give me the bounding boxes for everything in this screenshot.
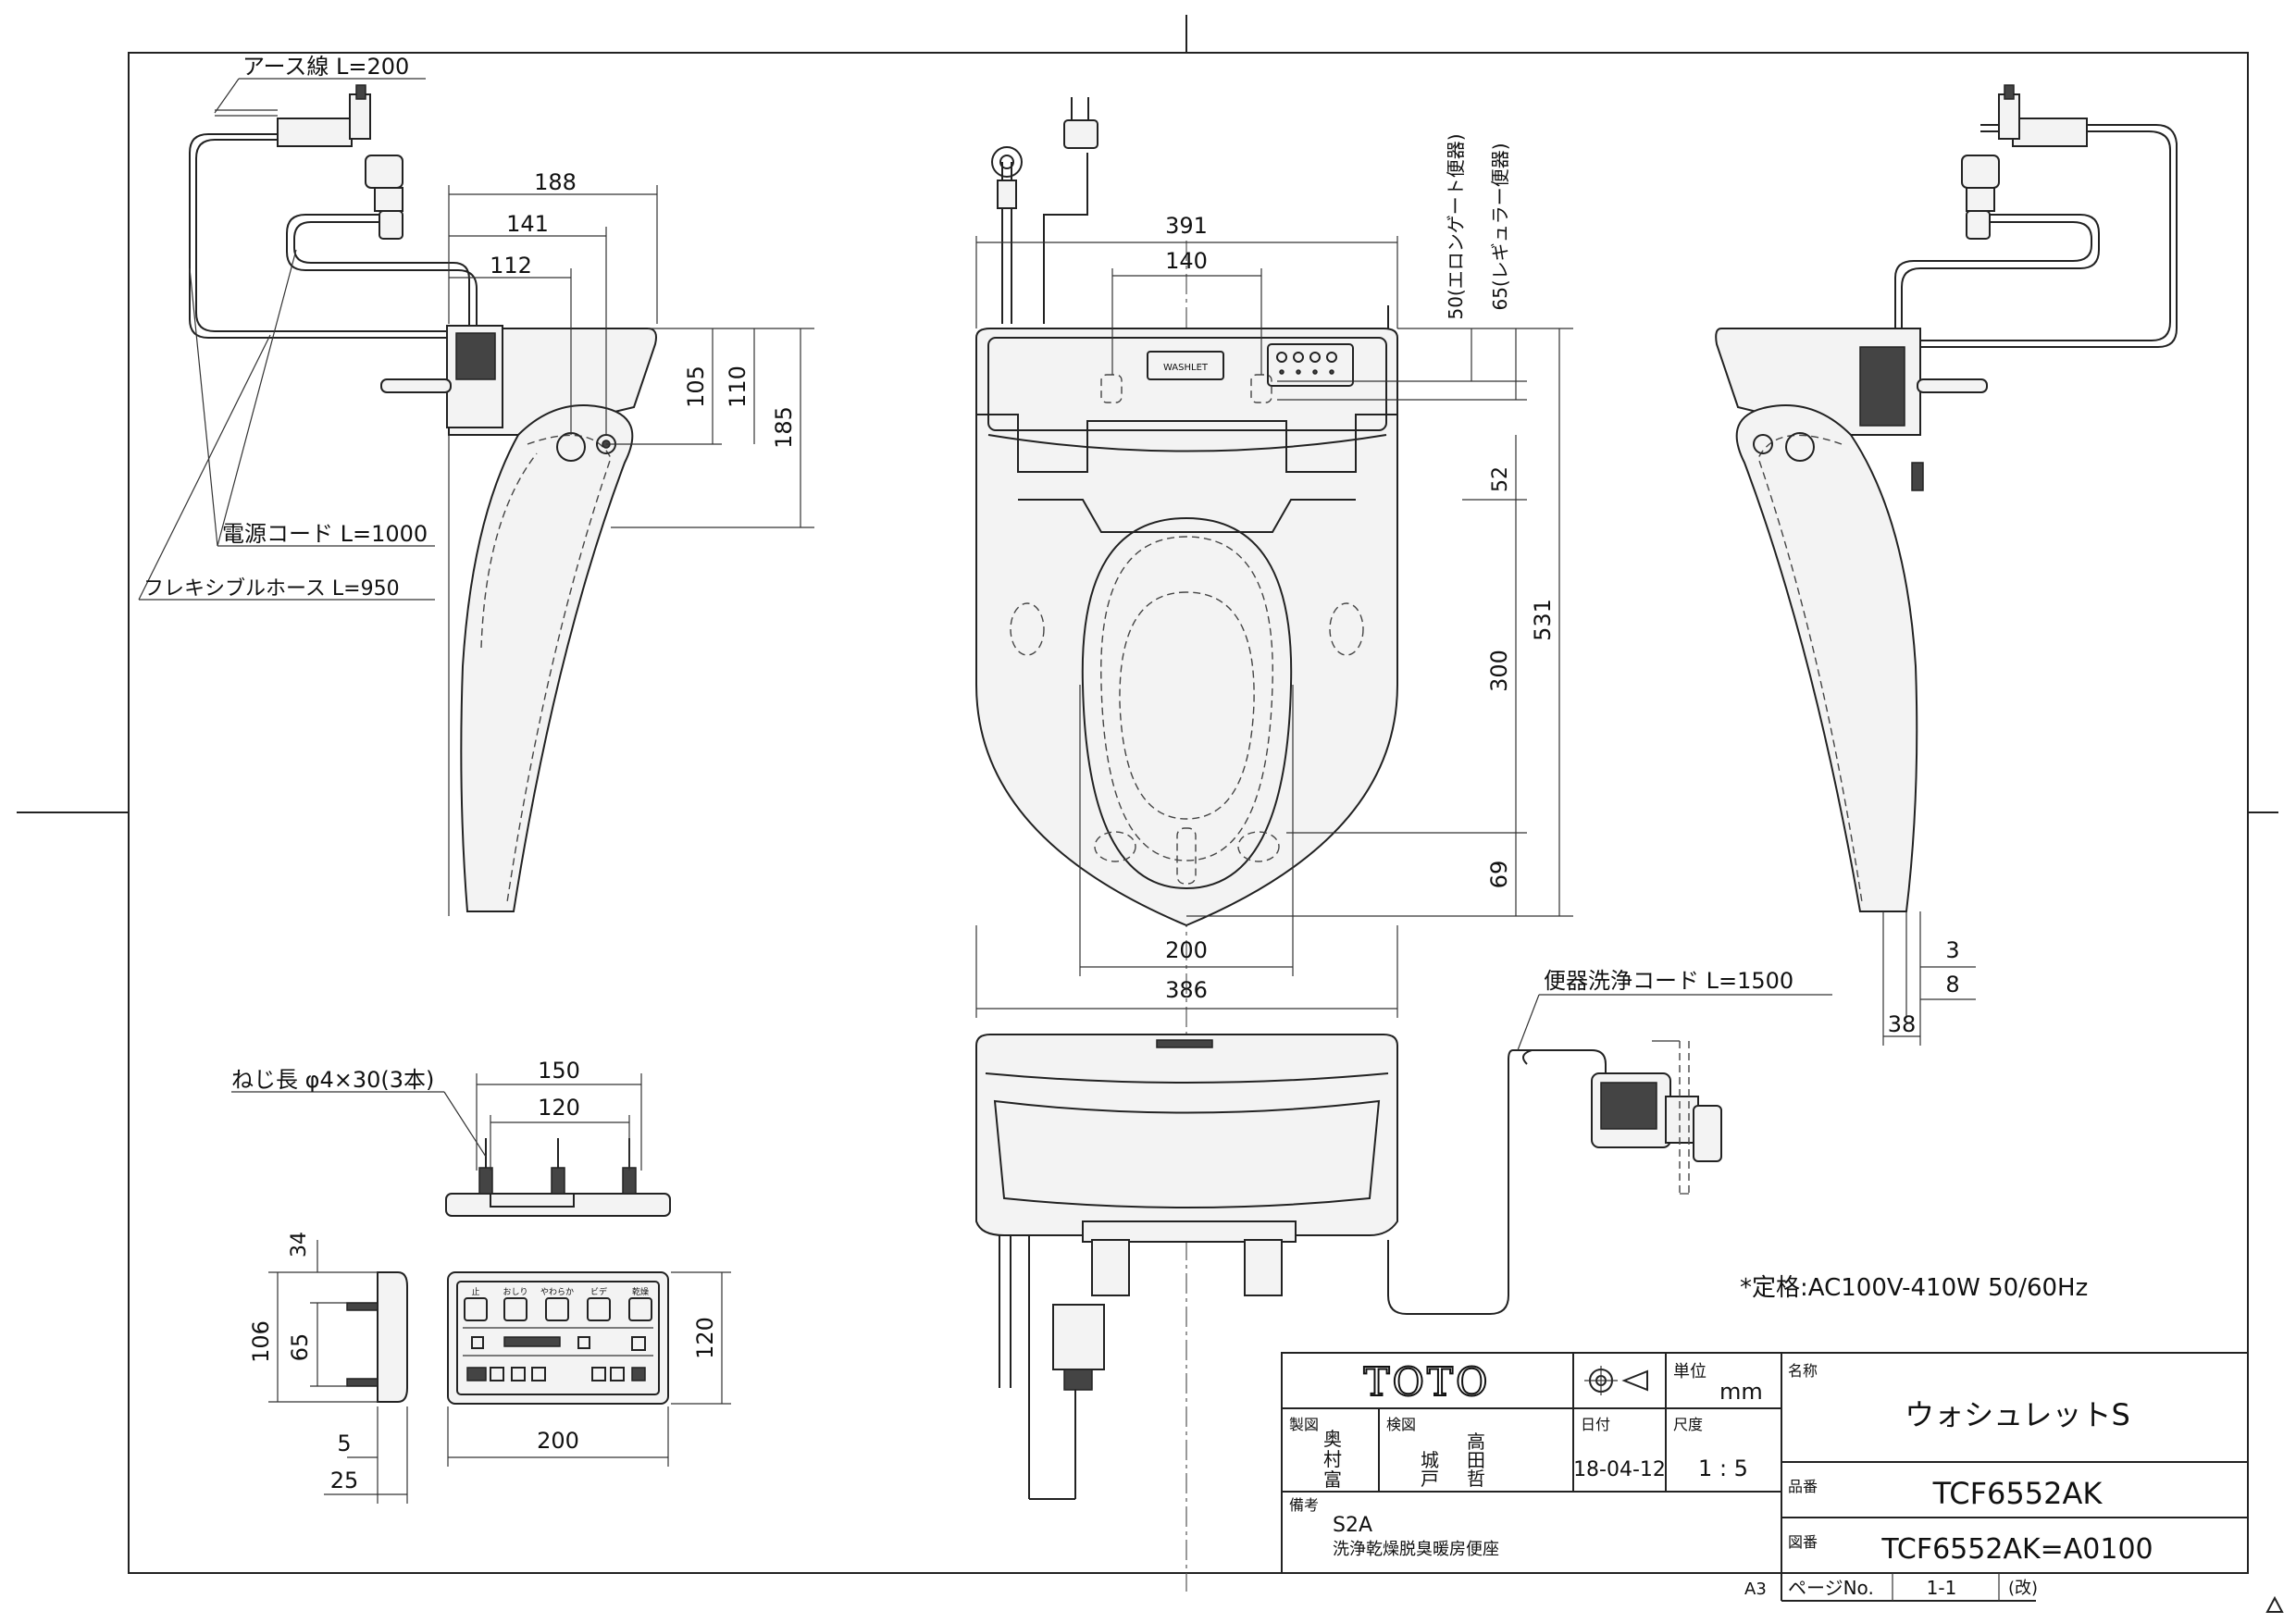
dim-52: 52 xyxy=(1489,466,1512,492)
remote-label-oshiri: おしり xyxy=(503,1287,527,1297)
brand-logo: TOTO xyxy=(1364,1359,1491,1405)
dim-34: 34 xyxy=(288,1232,311,1258)
dim-200-remote: 200 xyxy=(537,1428,579,1454)
checked-name-2: 城 xyxy=(1421,1449,1439,1471)
drawn-label: 製図 xyxy=(1289,1416,1319,1433)
dwg-label: 図番 xyxy=(1788,1533,1818,1551)
scale-label: 尺度 xyxy=(1673,1416,1703,1433)
date-label: 日付 xyxy=(1581,1416,1610,1433)
top-view-dimensions xyxy=(975,236,1573,1018)
top-view: WASHLET xyxy=(975,97,1398,1592)
checked-name-5: 哲 xyxy=(1467,1468,1485,1490)
checked-label: 検図 xyxy=(1386,1416,1416,1433)
dim-391: 391 xyxy=(1165,213,1208,239)
page-label: ページNo. xyxy=(1788,1577,1874,1599)
notes-line-2: 洗浄乾燥脱臭暖房便座 xyxy=(1333,1540,1499,1559)
dim-69: 69 xyxy=(1486,861,1512,889)
revision-label: (改) xyxy=(2008,1579,2038,1598)
dim-25: 25 xyxy=(330,1468,359,1493)
unit-label: 単位 xyxy=(1673,1362,1706,1381)
dim-150: 150 xyxy=(538,1058,580,1084)
callout-power-cord: 電源コード L=1000 xyxy=(222,521,428,547)
drawing-number: TCF6552AK=A0100 xyxy=(1880,1533,2153,1566)
name-label: 名称 xyxy=(1788,1362,1818,1380)
dim-300: 300 xyxy=(1486,650,1512,692)
part-label: 品番 xyxy=(1788,1478,1818,1495)
remote-bracket xyxy=(445,1138,671,1217)
callout-wash-cord: 便器洗浄コード L=1500 xyxy=(1544,968,1793,994)
dim-185: 185 xyxy=(771,406,797,449)
dim-106: 106 xyxy=(248,1320,274,1363)
rating-text: *定格:AC100V-410W 50/60Hz xyxy=(1740,1274,2088,1302)
paper-size: A3 xyxy=(1744,1580,1767,1599)
scale-value: 1 : 5 xyxy=(1698,1456,1748,1481)
dim-8: 8 xyxy=(1945,972,1959,997)
part-number: TCF6552AK xyxy=(1932,1476,2104,1511)
checked-name-1: 高 xyxy=(1467,1431,1485,1453)
checked-name-3: 田 xyxy=(1467,1449,1485,1471)
front-view xyxy=(975,1034,1398,1500)
dim-140: 140 xyxy=(1165,248,1208,274)
dim-120-bracket: 120 xyxy=(538,1095,580,1121)
dim-386: 386 xyxy=(1165,977,1208,1003)
dim-112: 112 xyxy=(490,253,532,279)
callout-earth-wire: アース線 L=200 xyxy=(242,54,409,80)
product-name: ウォシュレットS xyxy=(1905,1397,2130,1432)
right-side-view xyxy=(1715,84,2178,1046)
unit-value: mm xyxy=(1719,1379,1763,1405)
dim-188: 188 xyxy=(534,169,577,195)
dim-200-seat: 200 xyxy=(1165,937,1208,963)
dim-110: 110 xyxy=(725,365,751,408)
drawn-name-3: 富 xyxy=(1323,1468,1342,1491)
callout-screw: ねじ長 φ4×30(3本) xyxy=(231,1067,434,1093)
callout-flex-hose: フレキシブルホース L=950 xyxy=(143,577,400,601)
dim-120-remote: 120 xyxy=(692,1317,718,1359)
remote-side-view xyxy=(346,1271,408,1403)
dim-141: 141 xyxy=(506,211,549,237)
remote-label-yawaraka: やわらか xyxy=(540,1287,574,1297)
remote-label-dry: 乾燥 xyxy=(632,1286,649,1297)
dim-5: 5 xyxy=(337,1431,351,1456)
dim-65: 65 xyxy=(287,1333,313,1362)
dim-38: 38 xyxy=(1888,1011,1917,1037)
checked-name-4: 戸 xyxy=(1421,1468,1439,1490)
dim-regular: 65(レギュラー便器) xyxy=(1489,142,1511,310)
corner-triangle-icon xyxy=(2265,1595,2284,1613)
date-value: 18-04-12 xyxy=(1573,1458,1666,1481)
seat-logo: WASHLET xyxy=(1163,363,1209,373)
remote-label-stop: 止 xyxy=(471,1286,479,1297)
dim-531: 531 xyxy=(1530,599,1556,641)
remote-label-bidet: ビデ xyxy=(590,1286,607,1297)
dim-elongated: 50(エロンゲート便器) xyxy=(1445,133,1467,319)
wash-cord-module xyxy=(1387,1040,1722,1315)
left-side-dimensions xyxy=(448,185,814,528)
notes-label: 備考 xyxy=(1289,1496,1319,1514)
drawn-name-2: 村 xyxy=(1323,1448,1342,1470)
dim-105: 105 xyxy=(683,365,709,408)
dim-3: 3 xyxy=(1945,937,1959,963)
remote-front-view xyxy=(447,1271,669,1405)
drawn-name-1: 奥 xyxy=(1323,1428,1342,1450)
page-number: 1-1 xyxy=(1927,1577,1957,1599)
title-block xyxy=(1281,1352,2249,1602)
left-side-view xyxy=(189,84,657,916)
notes-line-1: S2A xyxy=(1333,1514,1372,1537)
